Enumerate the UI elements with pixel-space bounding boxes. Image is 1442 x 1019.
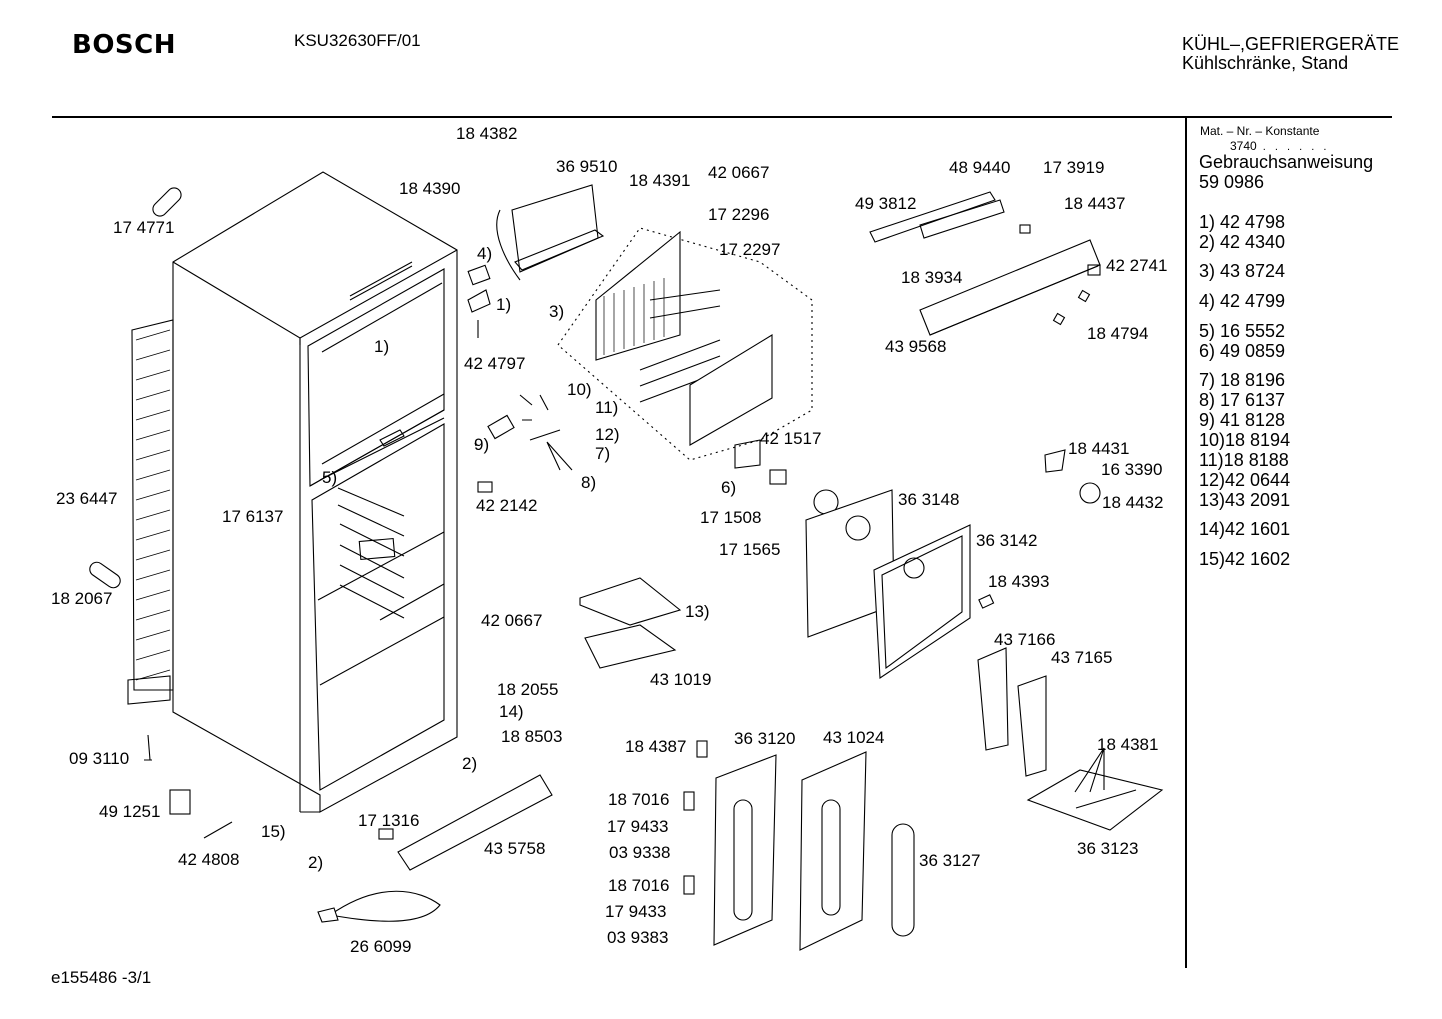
list-item: 1) 42 4798 [1199,212,1286,232]
part-label: 18 4387 [625,737,687,756]
part-label: 1) [496,295,512,314]
list-item: 11)18 8188 [1199,450,1289,470]
part-label: 42 0667 [481,611,543,630]
part-label: 2) [462,754,478,773]
mat-number-title: Mat. – Nr. – Konstante [1200,124,1320,138]
part-label: 36 3142 [976,531,1038,550]
list-item: 8) 17 6137 [1199,390,1286,410]
part-label: 18 8503 [501,727,563,746]
list-item: 12)42 0644 [1199,470,1291,490]
list-item: 6) 49 0859 [1199,341,1286,361]
part-label: 18 4437 [1064,194,1126,213]
list-item: 5) 16 5552 [1199,321,1286,341]
part-label: 43 7166 [994,630,1056,649]
list-item: 2) 42 4340 [1199,232,1286,252]
part-label: 18 4390 [399,179,461,198]
part-label: 7) [595,444,611,463]
part-label: 6) [721,478,737,497]
list-item: 3) 43 8724 [1199,261,1286,281]
part-label: 11) [595,398,619,417]
part-label: 42 4808 [178,850,240,869]
document-id: e155486 -3/1 [51,968,152,987]
part-label: 36 9510 [556,157,618,176]
part-label: 36 3120 [734,729,796,748]
list-item: 10)18 8194 [1199,430,1291,450]
part-label: 17 3919 [1043,158,1105,177]
part-label: 16 3390 [1101,460,1163,479]
part-label: 18 4381 [1097,735,1159,754]
part-label: 43 5758 [484,839,546,858]
part-label: 43 1019 [650,670,712,689]
part-label: 14) [499,702,524,721]
part-label: 43 9568 [885,337,947,356]
list-item: 9) 41 8128 [1199,410,1286,430]
part-label: 18 4382 [456,124,518,143]
part-label: 18 7016 [608,790,670,809]
part-label: 12) [595,425,620,444]
brand-logo: BOSCH [72,30,176,60]
part-label: 42 1517 [760,429,822,448]
part-label: 36 3127 [919,851,981,870]
category-title: KÜHL–,GEFRIERGERÄTE [1182,34,1400,54]
mat-number-code: 3740 . . . . . . [1230,139,1330,153]
part-label: 36 3123 [1077,839,1139,858]
part-label: 17 9433 [607,817,669,836]
part-label: 49 3812 [855,194,917,213]
part-label: 26 6099 [350,937,412,956]
part-label: 18 3934 [901,268,963,287]
list-item: 14)42 1601 [1199,519,1291,539]
part-label: 03 9383 [607,928,669,947]
part-label: 3) [549,302,565,321]
manual-number: 59 0986 [1199,172,1265,192]
list-item: 15)42 1602 [1199,549,1291,569]
part-label: 18 2067 [51,589,113,608]
part-label: 49 1251 [99,802,161,821]
part-label: 18 4432 [1102,493,1164,512]
part-label: 42 2741 [1106,256,1168,275]
part-label: 18 2055 [497,680,559,699]
part-label: 15) [261,822,286,841]
part-label: 18 4794 [1087,324,1149,343]
category-subtitle: Kühlschränke, Stand [1182,53,1349,73]
part-label: 9) [474,435,490,454]
list-item: 7) 18 8196 [1199,370,1286,390]
list-item: 13)43 2091 [1199,490,1291,510]
part-label: 2) [308,853,324,872]
part-label: 23 6447 [56,489,118,508]
part-label: 17 1508 [700,508,762,527]
part-label: 18 4393 [988,572,1050,591]
part-label: 03 9338 [609,843,671,862]
manual-label: Gebrauchsanweisung [1199,152,1374,172]
part-label: 42 2142 [476,496,538,515]
part-label: 17 4771 [113,218,175,237]
part-label: 4) [477,244,493,263]
part-label: 43 7165 [1051,648,1113,667]
part-label: 1) [374,337,390,356]
part-label: 48 9440 [949,158,1011,177]
model-number: KSU32630FF/01 [294,31,421,50]
part-label: 17 2297 [719,240,781,259]
part-label: 42 0667 [708,163,770,182]
part-label: 10) [567,380,592,399]
part-label: 17 6137 [222,507,284,526]
part-label: 17 2296 [708,205,770,224]
part-label: 18 4431 [1068,439,1130,458]
part-label: 5) [322,468,338,487]
list-item: 4) 42 4799 [1199,291,1286,311]
part-label: 13) [685,602,710,621]
part-label: 17 1316 [358,811,420,830]
part-label: 43 1024 [823,728,885,747]
part-label: 36 3148 [898,490,960,509]
part-label: 17 9433 [605,902,667,921]
part-label: 18 4391 [629,171,691,190]
part-label: 8) [581,473,597,492]
part-label: 17 1565 [719,540,781,559]
part-label: 09 3110 [69,749,130,768]
part-label: 18 7016 [608,876,670,895]
part-label: 42 4797 [464,354,526,373]
